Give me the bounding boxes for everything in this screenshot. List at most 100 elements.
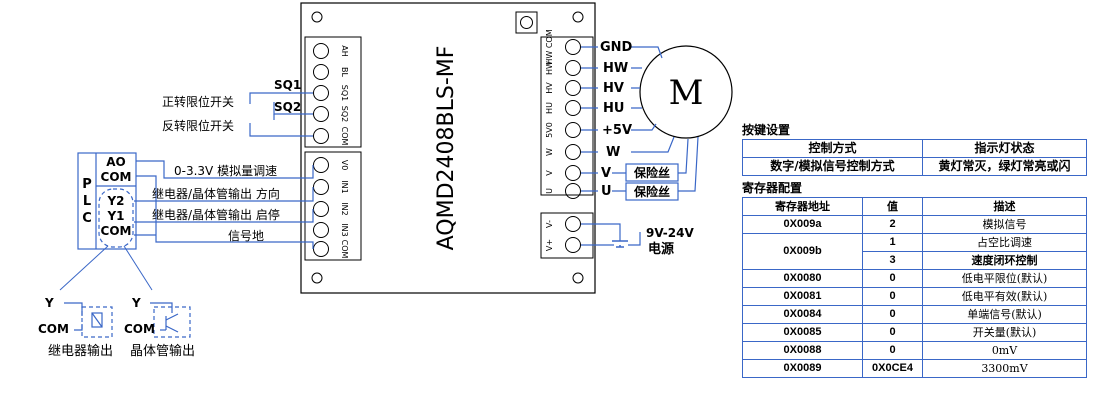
- relay-y: Y: [44, 296, 54, 310]
- fuse-1-label: 保险丝: [633, 165, 670, 180]
- transistor-y: Y: [131, 296, 141, 310]
- right-terminal-labels: HW COM HW HV HU 5V0 W V U V- V+: [545, 29, 554, 251]
- plc-com-2: COM: [101, 224, 132, 238]
- motor: [639, 45, 733, 139]
- transistor-output-label: 晶体管输出: [130, 343, 195, 359]
- mount-hole-tl: [311, 11, 323, 23]
- plc-gnd-wire-label: 信号地: [228, 229, 264, 243]
- plc-ao-wire-label: 0-3.3V 模拟量调速: [174, 164, 277, 178]
- plc-output-group: [98, 188, 134, 248]
- transistor-output-example: [150, 302, 191, 338]
- reg-desc: 低电平限位(默认): [922, 269, 1087, 288]
- left-terminal-block-1: [304, 36, 362, 148]
- pin-v0: V0: [340, 160, 349, 171]
- right-wire-labels: GND HW HV HU +5V W V U: [600, 40, 633, 199]
- reg-addr: 0X0084: [742, 305, 863, 324]
- reg-header-desc: 描述: [922, 197, 1087, 216]
- plc-letter-l: L: [83, 194, 91, 209]
- label-hw: HW: [603, 61, 628, 76]
- reg-value: 0X0CE4: [862, 359, 923, 378]
- pin-u: U: [545, 188, 554, 194]
- table-row: 0X0085 0 开关量(默认): [742, 323, 1087, 342]
- plc-ao: AO: [106, 155, 126, 169]
- label-u: U: [601, 184, 612, 199]
- pin-com-1: COM: [340, 127, 349, 146]
- table-row: 0X009a 2 模拟信号: [742, 215, 1087, 234]
- table-row: 0X0088 0 0mV: [742, 341, 1087, 360]
- reset-button-cap: [520, 16, 533, 29]
- relay-com: COM: [38, 322, 69, 336]
- plc-y2-wire-label: 继电器/晶体管输出 方向: [152, 186, 280, 201]
- power-range: 9V-24V: [646, 226, 694, 240]
- reg-value: 1: [862, 233, 923, 252]
- reg-value: 0: [862, 287, 923, 306]
- reg-desc: 单端信号(默认): [922, 305, 1087, 324]
- plc-y2: Y2: [106, 194, 124, 208]
- motor-label: M: [669, 73, 704, 113]
- plc-letter-p: P: [82, 177, 92, 192]
- pin-ah: AH: [340, 45, 349, 57]
- settings-panel: 按键设置 控制方式 指示灯状态 数字/模拟信号控制方式 黄灯常灭，绿灯常亮或闪 …: [742, 122, 1094, 378]
- fuse-2-label: 保险丝: [633, 184, 670, 199]
- reg-value: 2: [862, 215, 923, 234]
- pin-hv: HV: [545, 82, 554, 94]
- switch-sq2-label: SQ2: [274, 100, 301, 114]
- pin-v-minus: V-: [545, 220, 554, 228]
- plc-y1-wire-label: 继电器/晶体管输出 启停: [152, 207, 280, 222]
- output-callout-lines: [59, 245, 153, 291]
- relay-output-label: 继电器输出: [48, 343, 113, 359]
- pin-w: W: [545, 148, 554, 156]
- table-row: 0X0084 0 单端信号(默认): [742, 305, 1087, 324]
- board-model: AQMD2408BLS-MF: [434, 46, 459, 251]
- reg-addr: 0X0081: [742, 287, 863, 306]
- pin-sq1: SQ1: [340, 85, 349, 101]
- fuse-1: [625, 163, 679, 182]
- pin-com-2: COM: [340, 240, 349, 259]
- table-row: 0X009b 1 占空比调速: [742, 233, 1087, 270]
- reg-desc: 开关量(默认): [922, 323, 1087, 342]
- pin-hu: HU: [545, 102, 554, 114]
- reg-value: 3: [862, 251, 923, 270]
- plc-y1: Y1: [106, 209, 124, 223]
- relay-output-example: [64, 302, 113, 338]
- pin-hw-com: HW COM: [545, 29, 554, 64]
- table-row: 0X0089 0X0CE4 3300mV: [742, 359, 1087, 378]
- pin-in2: IN2: [340, 202, 349, 215]
- reg-addr: 0X009a: [742, 215, 863, 234]
- key-header-mode: 控制方式: [742, 139, 923, 158]
- pin-v: V: [545, 170, 554, 176]
- register-config-title: 寄存器配置: [742, 181, 803, 195]
- pin-hw: HW: [545, 61, 554, 75]
- power-source: [612, 240, 628, 248]
- power-label: 电源: [648, 241, 674, 257]
- plc-com-1: COM: [101, 170, 132, 184]
- mount-hole-br: [572, 272, 584, 284]
- reg-addr: 0X0080: [742, 269, 863, 288]
- reg-value: 0: [862, 341, 923, 360]
- reg-value: 0: [862, 305, 923, 324]
- label-gnd: GND: [600, 40, 633, 55]
- pin-5v0: 5V0: [545, 122, 554, 138]
- register-config-table: 寄存器地址 值 描述 0X009a 2 模拟信号 0X009b 1 占空比调速 …: [742, 197, 1087, 378]
- key-settings-title: 按键设置: [742, 123, 791, 137]
- pin-in1: IN1: [340, 180, 349, 193]
- reg-addr: 0X0088: [742, 341, 863, 360]
- reg-addr: 0X0089: [742, 359, 863, 378]
- fuse-2: [625, 182, 679, 201]
- left-terminal-labels: AH BL SQ1 SQ2 COM V0 IN1 IN2 IN3 COM: [340, 45, 349, 258]
- right-terminal-block-2: [540, 212, 594, 259]
- pin-v-plus: V+: [545, 239, 554, 251]
- pin-sq2: SQ2: [340, 106, 349, 122]
- reg-desc: 低电平有效(默认): [922, 287, 1087, 306]
- limit-switch-wiring: [249, 92, 313, 137]
- label-hv: HV: [603, 81, 624, 96]
- pin-bl: BL: [340, 67, 349, 77]
- switch-sq1-label: SQ1: [274, 78, 301, 92]
- key-header-indicator: 指示灯状态: [922, 139, 1087, 158]
- plc-signal-wiring: [134, 160, 314, 249]
- reg-header-value: 值: [862, 197, 923, 216]
- reg-value: 0: [862, 323, 923, 342]
- mount-hole-bl: [311, 272, 323, 284]
- reverse-limit-switch-label: 反转限位开关: [162, 118, 234, 133]
- plc-letter-c: C: [82, 211, 92, 226]
